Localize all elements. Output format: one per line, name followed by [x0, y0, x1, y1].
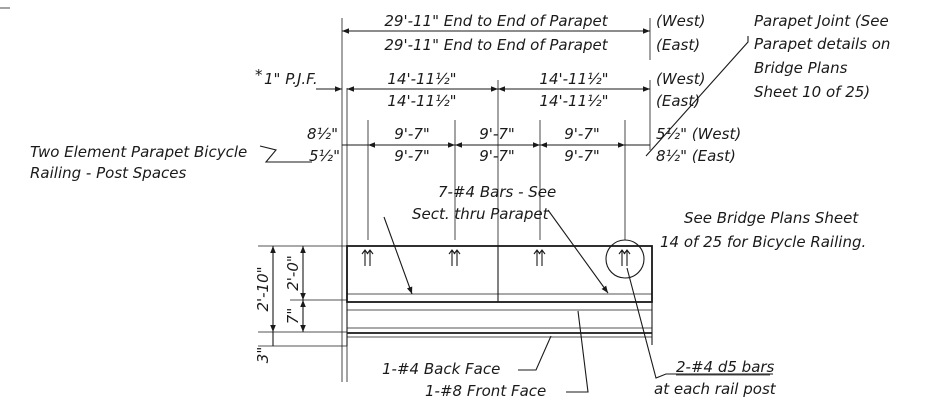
extension-lines [341, 18, 651, 382]
see-sheet-line-2: 14 of 25 for Bicycle Railing. [660, 233, 866, 251]
parapet-joint-note: Parapet Joint (See Parapet details on Br… [645, 12, 890, 157]
half-right-west: 14'-11½" [539, 70, 608, 88]
rail-posts [361, 239, 645, 279]
see-sheet-line-1: See Bridge Plans Sheet [684, 209, 859, 227]
front-face-label: 1-#8 Front Face [425, 382, 546, 400]
half-west-side: (West) [656, 70, 705, 88]
overall-west-label: 29'-11" End to End of Parapet [384, 12, 608, 30]
half-dimensions: * 1" P.J.F. 14'-11½" 14'-11½" 14'-11½" 1… [255, 66, 705, 110]
height-upper: 2'-0" [284, 255, 302, 291]
rail-post-detail-circle [605, 239, 645, 279]
post-end-right-bottom: 8½" (East) [656, 147, 736, 165]
see-sheet-note: See Bridge Plans Sheet 14 of 25 for Bicy… [660, 209, 866, 251]
rail-post [618, 249, 631, 266]
height-total: 2'-10" [254, 266, 272, 311]
height-dimensions: 2'-10" 2'-0" 7" 3" [254, 245, 347, 363]
rail-post [361, 249, 374, 266]
height-base: 3" [254, 347, 272, 363]
post-space-1-bottom: 9'-7" [394, 147, 430, 165]
overall-west-side: (West) [656, 12, 705, 30]
post-end-right-top: 5½" (West) [656, 125, 741, 143]
rail-post [533, 249, 546, 266]
height-mid: 7" [284, 308, 302, 324]
post-space-2-top: 9'-7" [479, 125, 515, 143]
overall-dimension: 29'-11" End to End of Parapet 29'-11" En… [342, 12, 705, 54]
railing-line-1: Two Element Parapet Bicycle [30, 143, 247, 161]
railing-line-2: Railing - Post Spaces [30, 164, 186, 182]
bars-line-2: Sect. thru Parapet [412, 205, 550, 223]
overall-east-label: 29'-11" End to End of Parapet [384, 36, 608, 54]
parapet-joint-line-1: Parapet Joint (See [754, 12, 889, 30]
parapet-elevation [346, 245, 653, 346]
d5-bars-line-2: at each rail post [654, 380, 777, 398]
post-space-dimensions: 8½" 5½" 9'-7" 9'-7" 9'-7" 9'-7" 9'-7" 9'… [307, 125, 741, 165]
back-face-note: 1-#4 Back Face [382, 335, 552, 378]
parapet-joint-line-3: Bridge Plans [754, 59, 848, 77]
back-face-label: 1-#4 Back Face [382, 360, 500, 378]
half-left-east: 14'-11½" [387, 92, 456, 110]
bars-note: 7-#4 Bars - See Sect. thru Parapet [383, 183, 609, 295]
parapet-joint-line-2: Parapet details on [754, 35, 890, 53]
post-space-3-bottom: 9'-7" [564, 147, 600, 165]
pjf-label: 1" P.J.F. [264, 70, 318, 88]
pjf-asterisk: * [255, 66, 263, 84]
post-space-3-top: 9'-7" [564, 125, 600, 143]
post-space-2-bottom: 9'-7" [479, 147, 515, 165]
half-right-east: 14'-11½" [539, 92, 608, 110]
overall-east-side: (East) [656, 36, 700, 54]
parapet-joint-line-4: Sheet 10 of 25) [754, 83, 870, 101]
d5-bars-note: 2-#4 d5 bars at each rail post [626, 267, 777, 398]
post-end-left-bottom: 5½" [309, 147, 340, 165]
bars-line-1: 7-#4 Bars - See [438, 183, 556, 201]
post-end-left-top: 8½" [307, 125, 338, 143]
post-space-1-top: 9'-7" [394, 125, 430, 143]
rail-post [448, 249, 461, 266]
front-face-note: 1-#8 Front Face [425, 310, 589, 400]
railing-note: Two Element Parapet Bicycle Railing - Po… [30, 143, 312, 182]
half-east-side: (East) [656, 92, 700, 110]
d5-bars-line-1: 2-#4 d5 bars [676, 358, 775, 376]
half-left-west: 14'-11½" [387, 70, 456, 88]
